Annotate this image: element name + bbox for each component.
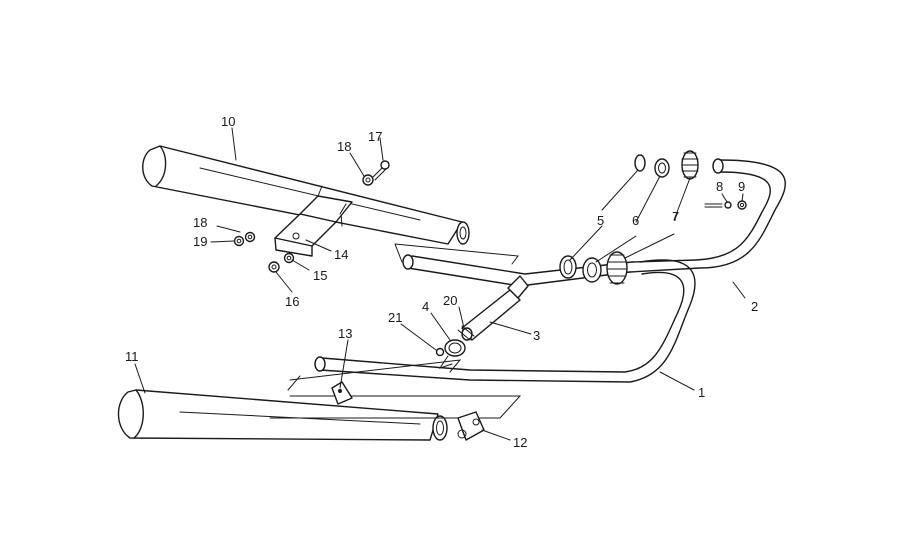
label-part-3: 3 <box>533 328 540 343</box>
bracket-13 <box>331 381 353 405</box>
washer-15 <box>283 252 295 264</box>
exhaust-pipe-1 <box>287 259 696 391</box>
clamp-4 <box>438 339 466 369</box>
label-part-6: 6 <box>632 213 639 228</box>
muffler-bracket <box>274 185 353 257</box>
gasket-5-lower <box>559 255 577 279</box>
label-part-12: 12 <box>513 435 527 450</box>
nut-16 <box>268 261 280 273</box>
label-part-5: 5 <box>597 213 604 228</box>
upper-muffler <box>142 145 470 245</box>
half-ring-6-lower <box>582 257 602 283</box>
ring-nut-7-upper <box>681 150 699 180</box>
clamp-12 <box>457 411 485 441</box>
label-part-17: 17 <box>368 129 382 144</box>
label-part-16: 16 <box>285 294 299 309</box>
nut-21 <box>435 347 445 357</box>
label-part-10: 10 <box>221 114 235 129</box>
washer-18-upper <box>362 174 374 186</box>
label-part-9: 9 <box>738 179 745 194</box>
lower-muffler <box>117 389 522 441</box>
label-part-13: 13 <box>338 326 352 341</box>
label-part-7: 7 <box>672 209 679 224</box>
leader-lines <box>134 127 746 441</box>
washer-18-left <box>244 231 256 243</box>
label-part-18-upper: 18 <box>337 139 351 154</box>
nut-9 <box>737 200 747 210</box>
label-part-1: 1 <box>698 385 705 400</box>
label-part-11: 11 <box>125 349 139 364</box>
balance-pipe-3 <box>461 275 529 341</box>
label-part-14: 14 <box>334 247 348 262</box>
label-part-8: 8 <box>716 179 723 194</box>
bolt-17 <box>371 160 390 181</box>
half-ring-6-upper <box>654 158 670 178</box>
label-part-18-left: 18 <box>193 215 207 230</box>
label-part-2: 2 <box>751 299 758 314</box>
gasket-5-upper <box>634 154 646 172</box>
label-part-19: 19 <box>193 234 207 249</box>
part-labels: 10 17 18 18 19 14 15 16 5 6 7 8 9 2 3 20… <box>125 114 758 450</box>
label-part-15: 15 <box>313 268 327 283</box>
label-part-21: 21 <box>388 310 402 325</box>
label-part-20: 20 <box>443 293 457 308</box>
stud-8 <box>704 201 732 209</box>
ring-nut-7-lower <box>606 251 628 285</box>
nut-19 <box>233 235 245 247</box>
label-part-4: 4 <box>422 299 429 314</box>
